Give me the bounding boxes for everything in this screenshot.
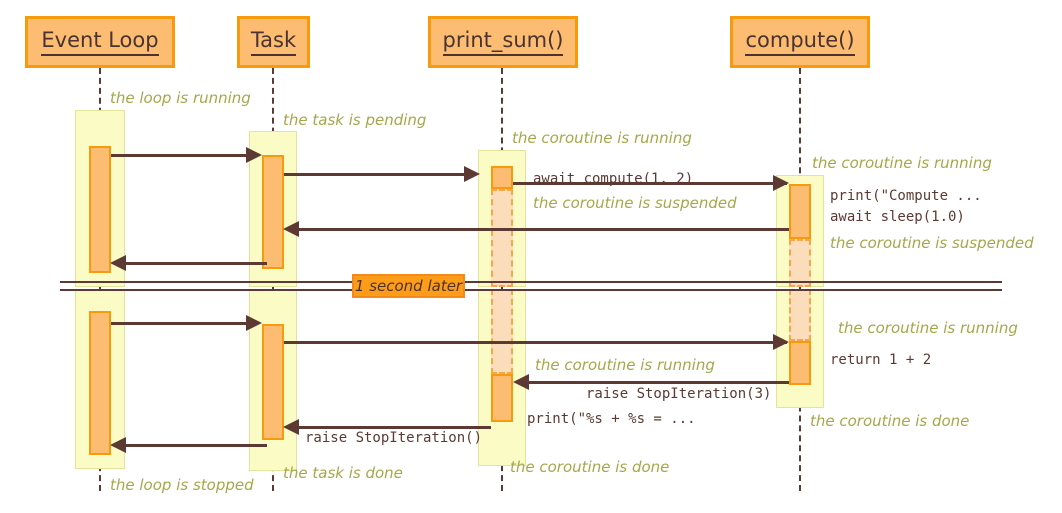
arrow-line-task-to-loop-2 <box>117 444 267 447</box>
note-printsum-suspended-1: the coroutine is suspended <box>533 194 737 212</box>
arrow-line-loop-to-task-2 <box>111 322 258 325</box>
note-loop-is-stopped: the loop is stopped <box>110 476 254 494</box>
arrow-line-compute-to-printsum-2 <box>519 381 789 384</box>
arrow-head-task-to-compute-2 <box>773 334 789 350</box>
arrow-line-compute-to-task-1 <box>289 228 789 231</box>
activation-event-loop-running-1 <box>89 146 111 273</box>
note-task-is-pending: the task is pending <box>283 111 427 129</box>
activation-task-running-1 <box>262 155 284 269</box>
arrow-head-compute-to-printsum-2 <box>513 374 529 390</box>
participant-task[interactable]: Task <box>237 16 310 68</box>
note-compute-suspended-1: the coroutine is suspended <box>830 234 1034 252</box>
participant-print-sum[interactable]: print_sum() <box>428 16 578 68</box>
participant-label-print-sum: print_sum() <box>442 28 564 56</box>
divider-line-top <box>60 281 1002 283</box>
note-compute-running-2: the coroutine is running <box>838 319 1018 337</box>
note-printsum-running-1: the coroutine is running <box>512 129 692 147</box>
activation-event-loop-running-2 <box>89 311 111 455</box>
activation-task-running-2 <box>262 324 284 440</box>
arrow-head-task-to-loop-2 <box>110 437 126 453</box>
note-compute-running-1: the coroutine is running <box>812 154 992 172</box>
participant-label-task: Task <box>250 28 297 56</box>
arrow-line-printsum-to-compute-1 <box>513 182 787 185</box>
activation-print-sum-running-2 <box>491 374 513 422</box>
note-compute-done: the coroutine is done <box>810 412 970 430</box>
note-task-is-done: the task is done <box>283 464 403 482</box>
activation-compute-suspended-1 <box>789 239 811 287</box>
note-loop-is-running: the loop is running <box>110 89 251 107</box>
message-label-print-result: print("%s + %s = ... <box>527 411 696 427</box>
activation-compute-suspended-2 <box>789 289 811 341</box>
participant-compute[interactable]: compute() <box>730 16 870 68</box>
message-label-raise-stopiteration: raise StopIteration() <box>305 430 483 446</box>
message-label-await-sleep: await sleep(1.0) <box>830 209 965 225</box>
divider-label-box: 1 second later <box>352 274 465 298</box>
arrow-head-task-to-printsum-1 <box>464 166 480 182</box>
arrow-head-loop-to-task-1 <box>246 147 262 163</box>
message-label-print-compute: print("Compute ... <box>830 188 982 204</box>
arrow-head-loop-to-task-2 <box>246 315 262 331</box>
arrow-line-printsum-to-task-2 <box>289 426 491 429</box>
participant-label-compute: compute() <box>745 28 855 56</box>
activation-compute-running-3 <box>789 341 811 385</box>
activation-print-sum-suspended-1 <box>491 189 513 287</box>
message-label-raise-stopiteration-3: raise StopIteration(3) <box>586 386 772 402</box>
participant-event-loop[interactable]: Event Loop <box>25 16 175 68</box>
activation-print-sum-running-1 <box>491 166 513 189</box>
arrow-line-loop-to-task-1 <box>111 154 258 157</box>
note-printsum-running-2: the coroutine is running <box>535 356 715 374</box>
message-label-return-sum: return 1 + 2 <box>830 352 932 368</box>
arrow-line-task-to-printsum-1 <box>284 173 476 176</box>
divider-line-bottom <box>60 289 1002 291</box>
arrow-line-task-to-loop-1 <box>117 262 267 265</box>
activation-compute-running-1 <box>789 184 811 239</box>
participant-label-event-loop: Event Loop <box>41 28 159 56</box>
arrow-head-task-to-loop-1 <box>110 255 126 271</box>
activation-print-sum-suspended-2 <box>491 289 513 374</box>
arrow-head-compute-to-task-1 <box>283 221 299 237</box>
divider-label: 1 second later <box>354 277 463 295</box>
note-printsum-done: the coroutine is done <box>510 458 670 476</box>
arrow-head-printsum-to-compute-1 <box>773 175 789 191</box>
message-label-await-compute: await compute(1, 2) <box>533 171 694 187</box>
arrow-line-task-to-compute-2 <box>284 341 787 344</box>
arrow-head-printsum-to-task-2 <box>283 419 299 435</box>
